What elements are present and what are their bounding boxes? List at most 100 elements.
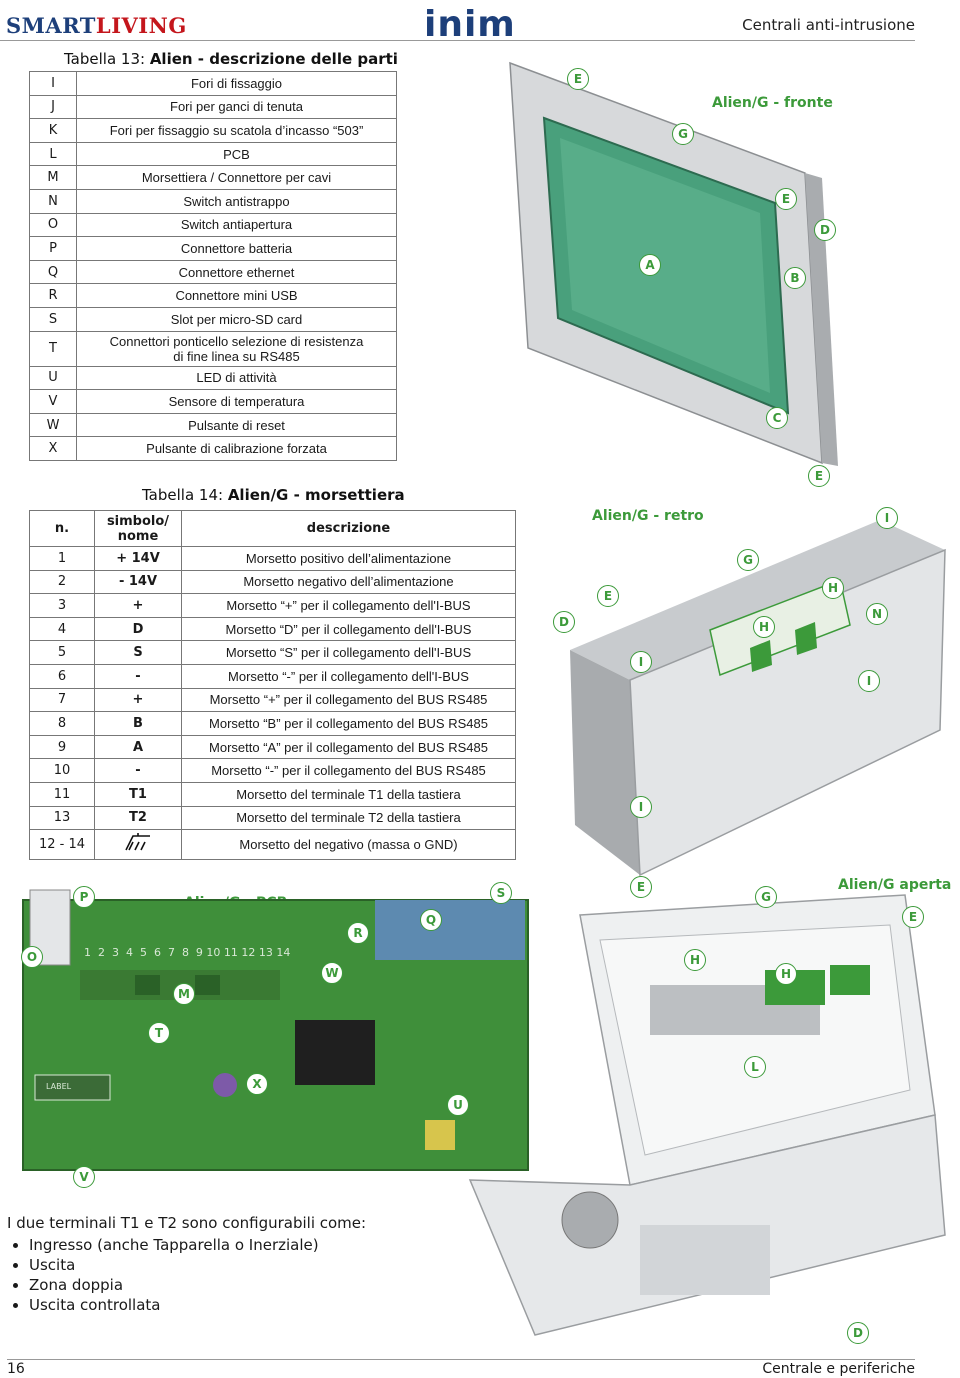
callout-H: H	[753, 616, 775, 638]
terminal-description: Morsetto “-” per il collegamento del BUS…	[181, 758, 516, 783]
callout-E: E	[567, 68, 589, 90]
table13-caption: Tabella 13: Alien - descrizione delle pa…	[64, 50, 398, 68]
part-key: J	[29, 94, 77, 120]
terminal-number: 4	[29, 616, 95, 642]
terminal-number: 8	[29, 711, 95, 736]
device-back-illustration	[570, 520, 946, 877]
part-description: Connettori ponticello selezione di resis…	[76, 330, 397, 367]
terminal-notes: I due terminali T1 e T2 sono configurabi…	[7, 1214, 366, 1315]
col-header-description: descrizione	[181, 510, 516, 547]
terminal-number: 3	[29, 593, 95, 618]
callout-C: C	[766, 407, 788, 429]
part-key: Q	[29, 259, 77, 285]
ground-icon	[125, 832, 150, 850]
pcb-terminal-numbers: 1 2 3 4 5 6 7 8 9 10 11 12 13 14	[84, 946, 291, 959]
part-description: Fori di fissaggio	[76, 71, 397, 96]
figure-open-title: Alien/G aperta	[838, 877, 952, 893]
footer-divider	[7, 1359, 915, 1360]
part-description: Connettore ethernet	[76, 259, 397, 285]
terminal-symbol: T1	[94, 781, 182, 807]
device-open-illustration	[468, 894, 946, 1336]
part-description: Sensore di temperatura	[76, 389, 397, 414]
brand-logo-inim: inim	[424, 4, 516, 45]
notes-intro: I due terminali T1 e T2 sono configurabi…	[7, 1214, 367, 1232]
part-description: Pulsante di reset	[76, 412, 397, 438]
terminal-description: Morsetto “-” per il collegamento dell'I-…	[181, 663, 516, 689]
list-item: Ingresso (anche Tapparella o Inerziale)	[29, 1235, 366, 1255]
part-description: Switch antistrappo	[76, 188, 397, 214]
figure-back-title: Alien/G - retro	[592, 508, 704, 524]
gnd-row-description: Morsetto del negativo (massa o GND)	[181, 829, 516, 861]
callout-Q: Q	[420, 909, 442, 931]
header-divider	[0, 40, 915, 41]
col-header-n: n.	[29, 510, 95, 547]
terminal-symbol: + 14V	[94, 546, 182, 571]
callout-G: G	[755, 886, 777, 908]
part-description: Pulsante di calibrazione forzata	[76, 436, 397, 461]
terminal-symbol: T2	[94, 805, 182, 831]
part-description: Fori per fissaggio su scatola d’incasso …	[76, 118, 397, 143]
terminal-symbol: -	[94, 663, 182, 689]
callout-E: E	[775, 188, 797, 210]
part-description: LED di attività	[76, 365, 397, 391]
part-key: S	[29, 306, 77, 332]
terminal-symbol: -	[94, 758, 182, 783]
col-header-symbol: simbolo/ nome	[94, 510, 182, 547]
part-key: I	[29, 71, 77, 96]
table-row: 10-Morsetto “-” per il collegamento del …	[29, 758, 516, 783]
notes-list: Ingresso (anche Tapparella o Inerziale) …	[7, 1235, 366, 1315]
terminal-symbol: - 14V	[94, 569, 182, 595]
callout-B: B	[784, 267, 806, 289]
part-key: X	[29, 436, 77, 461]
device-front-illustration	[509, 61, 838, 466]
table14-caption: Tabella 14: Alien/G - morsettiera	[142, 486, 405, 504]
callout-X: X	[246, 1073, 268, 1095]
terminal-symbol: +	[94, 687, 182, 713]
part-key: V	[29, 389, 77, 414]
part-key: W	[29, 412, 77, 438]
callout-H: H	[684, 949, 706, 971]
terminal-description: Morsetto positivo dell’alimentazione	[181, 546, 516, 571]
terminal-number: 1	[29, 546, 95, 571]
callout-E: E	[630, 876, 652, 898]
part-key: N	[29, 188, 77, 214]
part-key: U	[29, 365, 77, 391]
part-description: Switch antiapertura	[76, 212, 397, 238]
section-title: Centrali anti-intrusione	[742, 16, 915, 34]
list-item: Uscita controllata	[29, 1295, 366, 1315]
gnd-row-symbol	[94, 829, 182, 861]
terminal-description: Morsetto “S” per il collegamento dell'I-…	[181, 640, 516, 665]
footer-title: Centrale e periferiche	[762, 1361, 915, 1377]
callout-E: E	[597, 585, 619, 607]
part-key: T	[29, 330, 77, 367]
callout-G: G	[737, 549, 759, 571]
callout-M: M	[173, 983, 195, 1005]
terminal-description: Morsetto negativo dell’alimentazione	[181, 569, 516, 595]
terminal-symbol: B	[94, 711, 182, 736]
pcb-label: LABEL	[46, 1082, 72, 1091]
terminal-description: Morsetto “A” per il collegamento del BUS…	[181, 734, 516, 760]
terminal-number: 5	[29, 640, 95, 665]
list-item: Uscita	[29, 1255, 366, 1275]
terminal-number: 9	[29, 734, 95, 760]
terminal-number: 7	[29, 687, 95, 713]
part-description: Slot per micro-SD card	[76, 306, 397, 332]
part-description: PCB	[76, 141, 397, 167]
part-key: K	[29, 118, 77, 143]
